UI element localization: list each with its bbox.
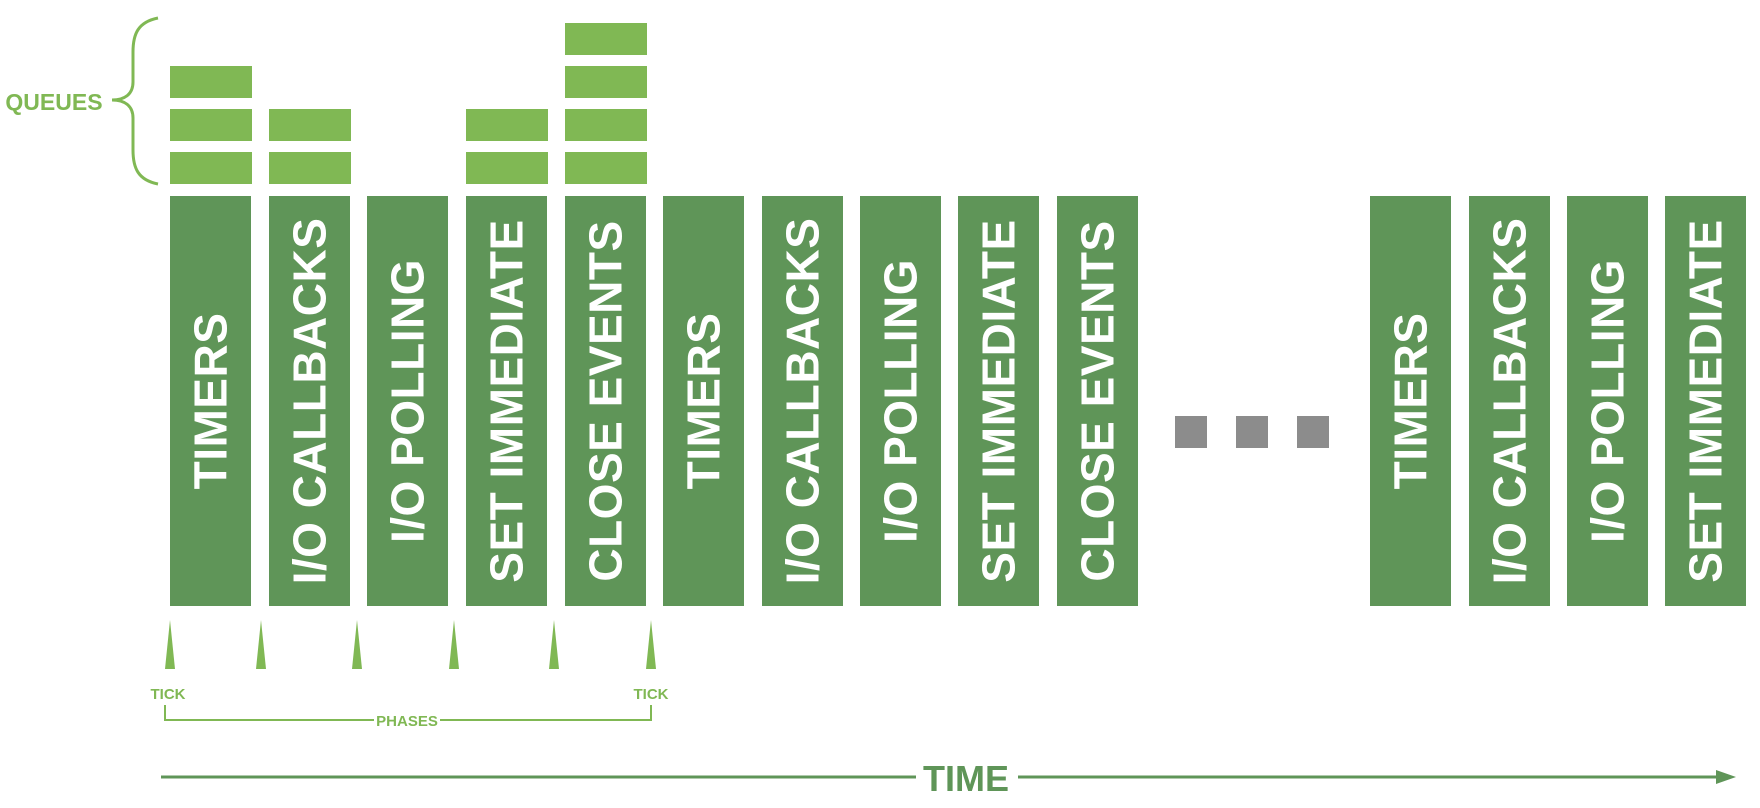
phase-label: CLOSE EVENTS: [580, 220, 632, 581]
ellipsis-square: [1236, 416, 1268, 448]
ellipsis-indicator: [1175, 416, 1329, 448]
phase-column: I/O CALLBACKS: [762, 196, 843, 606]
queue-item: [170, 109, 252, 141]
phase-label: TIMERS: [1385, 313, 1437, 490]
queue-item: [565, 66, 647, 98]
queue-item: [565, 23, 647, 55]
phase-column: TIMERS: [663, 196, 744, 606]
phase-label: SET IMMEDIATE: [973, 219, 1025, 582]
phase-column: I/O CALLBACKS: [269, 196, 350, 606]
tick-marker: [256, 620, 266, 669]
queue-item: [466, 152, 548, 184]
tick-marker: [352, 620, 362, 669]
phase-block: [860, 196, 941, 606]
phase-block: [1370, 196, 1451, 606]
phase-label: TIMERS: [185, 313, 237, 490]
tick-markers: [165, 620, 656, 669]
queue-item: [565, 152, 647, 184]
phase-label: I/O POLLING: [875, 259, 927, 543]
phase-block: [1057, 196, 1138, 606]
phase-label: I/O CALLBACKS: [284, 218, 336, 585]
ellipsis-square: [1297, 416, 1329, 448]
tick-marker: [549, 620, 559, 669]
ellipsis-square: [1175, 416, 1207, 448]
phase-column: CLOSE EVENTS: [565, 196, 646, 606]
phases-label: PHASES: [376, 713, 438, 730]
phase-label: I/O CALLBACKS: [1484, 218, 1536, 585]
phase-column: I/O POLLING: [860, 196, 941, 606]
phase-column: TIMERS: [1370, 196, 1451, 606]
phase-block: [663, 196, 744, 606]
queue-item: [565, 109, 647, 141]
phase-block: [762, 196, 843, 606]
phase-columns: TIMERS I/O CALLBACKS I/O POLLING SET IMMEDI…: [170, 196, 1746, 606]
phase-column: TIMERS: [170, 196, 251, 606]
phase-column: I/O POLLING: [1567, 196, 1648, 606]
phase-block: [565, 196, 646, 606]
phase-block: [1469, 196, 1550, 606]
phase-label: SET IMMEDIATE: [1680, 219, 1732, 582]
phase-block: [958, 196, 1039, 606]
tick-marker: [646, 620, 656, 669]
time-arrow: [161, 770, 1736, 784]
tick-marker: [449, 620, 459, 669]
phases-bracket: [164, 705, 652, 721]
tick-start-label: TICK: [151, 686, 186, 703]
queues-brace: [111, 16, 159, 186]
queue-stacks: [170, 23, 647, 184]
phase-column: I/O CALLBACKS: [1469, 196, 1550, 606]
phase-label: SET IMMEDIATE: [481, 219, 533, 582]
phase-column: CLOSE EVENTS: [1057, 196, 1138, 606]
tick-end-label: TICK: [634, 686, 669, 703]
phase-block: [1665, 196, 1746, 606]
phase-block: [466, 196, 547, 606]
queue-item: [269, 152, 351, 184]
phase-block: [170, 196, 251, 606]
phase-label: I/O POLLING: [1582, 259, 1634, 543]
phase-column: SET IMMEDIATE: [958, 196, 1039, 606]
queues-label: QUEUES: [5, 89, 102, 115]
phase-label: I/O POLLING: [382, 259, 434, 543]
tick-marker: [165, 620, 175, 669]
phase-block: [367, 196, 448, 606]
queue-item: [170, 66, 252, 98]
time-label: TIME: [923, 758, 1009, 799]
phase-column: SET IMMEDIATE: [1665, 196, 1746, 606]
phase-column: SET IMMEDIATE: [466, 196, 547, 606]
phase-label: TIMERS: [678, 313, 730, 490]
queue-item: [466, 109, 548, 141]
phase-label: I/O CALLBACKS: [777, 218, 829, 585]
phase-block: [1567, 196, 1648, 606]
queue-item: [170, 152, 252, 184]
phase-label: CLOSE EVENTS: [1072, 220, 1124, 581]
phase-block: [269, 196, 350, 606]
arrow-head-icon: [1716, 770, 1736, 784]
phase-column: I/O POLLING: [367, 196, 448, 606]
queue-item: [269, 109, 351, 141]
